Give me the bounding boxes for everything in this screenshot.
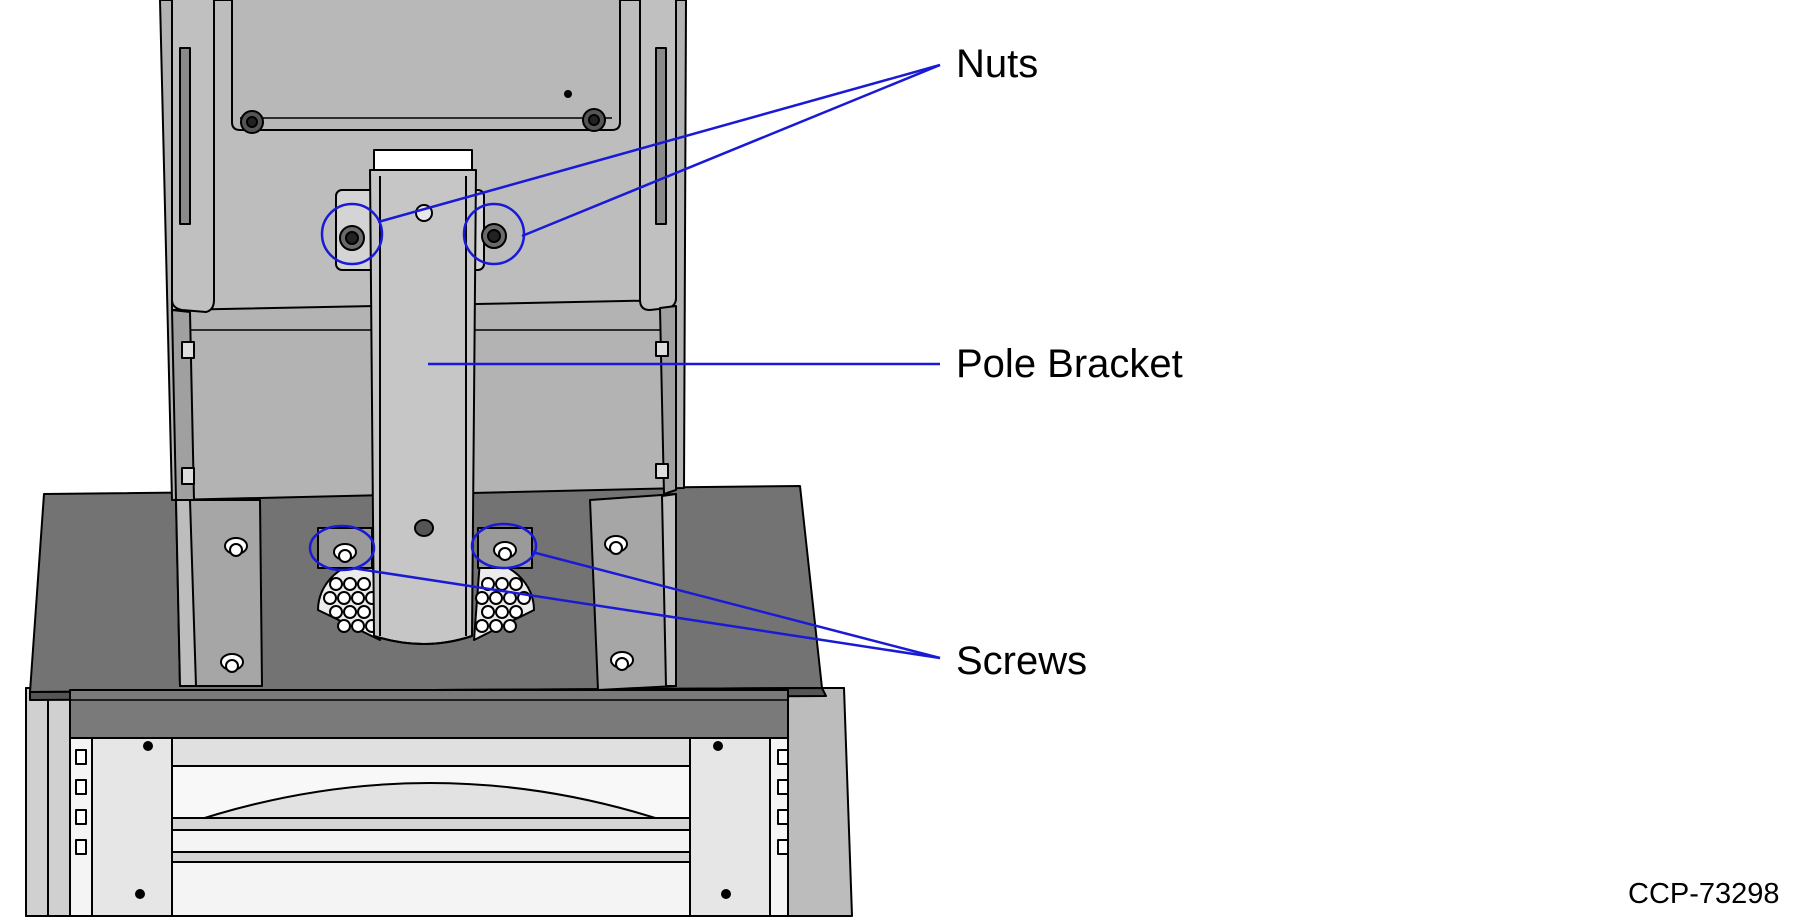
nut-ring-left	[320, 202, 384, 266]
nuts-label: Nuts	[956, 42, 1039, 86]
vent-grilles	[317, 559, 535, 641]
screws-leader-left	[351, 566, 941, 660]
screw-plates	[317, 527, 533, 569]
nuts-leader-left	[377, 63, 941, 224]
screws-leader-right	[531, 550, 941, 660]
nuts-leader-right	[521, 63, 941, 238]
screws-label: Screws	[956, 639, 1088, 683]
figure-id: CCP-73298	[1628, 878, 1780, 910]
side-brackets	[175, 493, 677, 691]
pole-bracket-label: Pole Bracket	[956, 342, 1183, 386]
screw-ring-right	[470, 522, 538, 570]
callout-leaders	[308, 63, 941, 660]
screw-ring-left	[308, 524, 376, 572]
pole-bracket	[335, 149, 507, 645]
